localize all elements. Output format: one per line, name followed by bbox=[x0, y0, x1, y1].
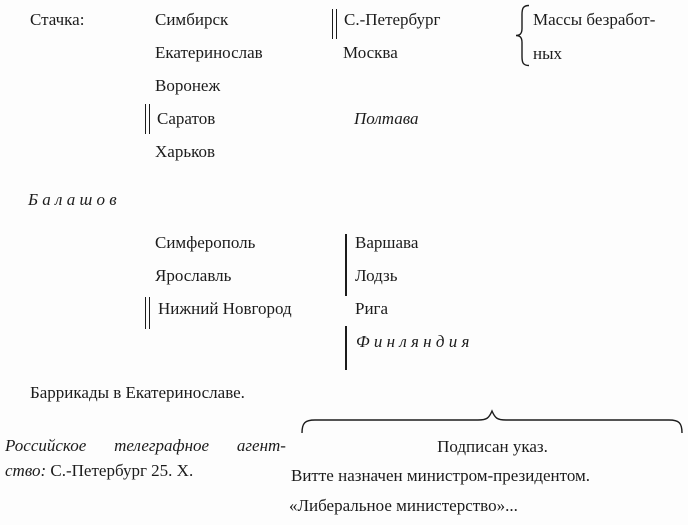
agency-word-1: Российское bbox=[5, 436, 87, 455]
agency-date-line: ство: С.-Петербург 25. X. bbox=[5, 455, 193, 486]
city-kharkov: Харьков bbox=[155, 142, 215, 161]
city-ekaterinoslav: Екатеринослав bbox=[155, 43, 263, 62]
horizontal-over-brace bbox=[301, 409, 683, 434]
city-warsaw: Варшава bbox=[355, 233, 419, 252]
emphasis-single-bar bbox=[345, 234, 347, 296]
agency-word-3: агент- bbox=[236, 436, 286, 455]
city-saratov: Саратов bbox=[157, 109, 216, 128]
city-yaroslavl: Ярославль bbox=[155, 266, 232, 285]
witte-line: Витте назначен министром-президентом. bbox=[291, 466, 591, 485]
region-finland: Ф и н л я н д и я bbox=[356, 332, 470, 351]
agency-word-2: телеграфное bbox=[114, 436, 210, 455]
decree-caption: Подписан указ. bbox=[437, 437, 548, 456]
emphasis-double-bar bbox=[145, 297, 150, 329]
agency-name-cont: ство: bbox=[5, 461, 47, 480]
note-unemployed-line1: Массы безработ- bbox=[533, 10, 656, 29]
emphasis-double-bar bbox=[145, 104, 150, 134]
emphasis-double-bar bbox=[332, 9, 337, 39]
emphasis-single-bar bbox=[345, 326, 347, 370]
city-simbirsk: Симбирск bbox=[155, 10, 229, 29]
left-curly-brace bbox=[515, 4, 530, 67]
city-voronezh: Воронеж bbox=[155, 76, 221, 95]
city-riga: Рига bbox=[355, 299, 389, 318]
city-nizhny-novgorod: Нижний Новгород bbox=[158, 299, 292, 318]
city-balashov: Б а л а ш о в bbox=[28, 190, 117, 209]
barricades-line: Баррикады в Екатеринославе. bbox=[30, 383, 245, 402]
strike-label: Стачка: bbox=[30, 10, 85, 29]
city-poltava: Полтава bbox=[354, 109, 419, 128]
city-simferopol: Симферополь bbox=[155, 233, 256, 252]
liberal-ministry-line: «Либеральное министерство»... bbox=[289, 496, 518, 515]
city-moscow: Москва bbox=[343, 43, 398, 62]
agency-name-line: Российское телеграфное агент- bbox=[5, 430, 286, 461]
note-unemployed-line2: ных bbox=[533, 44, 563, 63]
city-lodz: Лодзь bbox=[355, 266, 398, 285]
agency-place-date: С.-Петербург 25. X. bbox=[50, 461, 194, 480]
city-petersburg: С.-Петербург bbox=[344, 10, 441, 29]
